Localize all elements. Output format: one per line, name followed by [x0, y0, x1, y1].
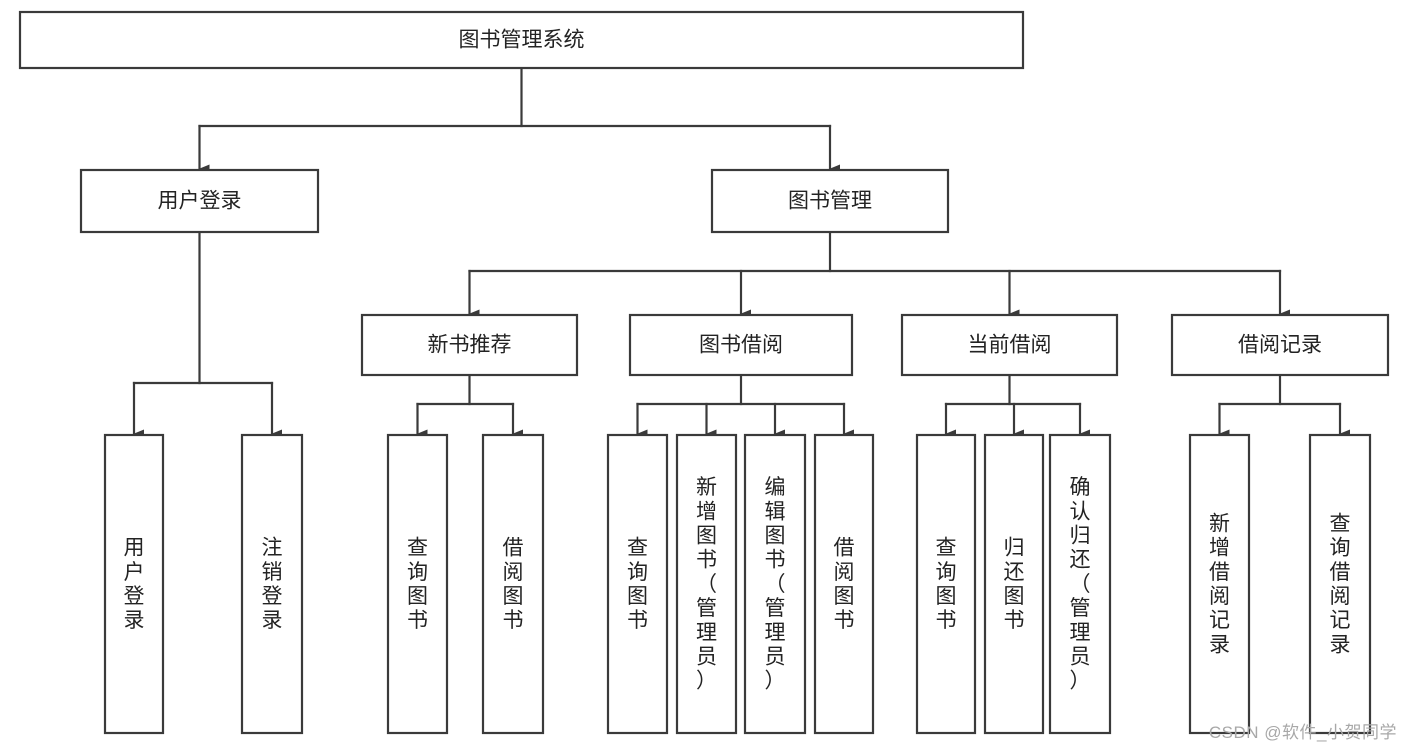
node-current-borrow[interactable]: 当前借阅 — [900, 313, 1119, 377]
node-label-br-query-record: 查询借阅记录 — [1330, 512, 1351, 656]
edge-book-manage-to-children — [468, 230, 1290, 319]
node-box-bb-edit-book — [743, 433, 807, 735]
node-br-add-record[interactable]: 新增借阅记录 — [1188, 433, 1251, 735]
node-box-cb-query-book — [915, 433, 977, 735]
node-label-user-login-do: 用户登录 — [124, 537, 145, 633]
node-cb-confirm-return[interactable]: 确认归还（管理员） — [1048, 433, 1112, 735]
node-br-query-record[interactable]: 查询借阅记录 — [1308, 433, 1372, 735]
connector-edges — [132, 66, 1350, 439]
node-label-current-borrow: 当前借阅 — [968, 334, 1052, 357]
edge-cb-to-children — [944, 373, 1090, 439]
node-label-bb-borrow-book: 借阅图书 — [834, 537, 855, 633]
node-boxes: 图书管理系统用户登录用户登录注销登录图书管理新书推荐查询图书借阅图书图书借阅查询… — [18, 10, 1390, 735]
node-cb-query-book[interactable]: 查询图书 — [915, 433, 977, 735]
node-box-user-login-do — [103, 433, 165, 735]
node-box-user-logout — [240, 433, 304, 735]
node-user-login-do[interactable]: 用户登录 — [103, 433, 165, 735]
node-new-book-recommend[interactable]: 新书推荐 — [360, 313, 579, 377]
node-label-br-add-record: 新增借阅记录 — [1209, 512, 1230, 656]
node-nbr-query-book[interactable]: 查询图书 — [386, 433, 449, 735]
node-label-book-borrow: 图书借阅 — [699, 334, 783, 357]
node-label-bb-query-book: 查询图书 — [627, 537, 648, 633]
node-box-book-borrow — [628, 313, 854, 377]
node-nbr-borrow-book[interactable]: 借阅图书 — [481, 433, 545, 735]
node-box-cb-confirm-return — [1048, 433, 1112, 735]
csdn-watermark: CSDN @软件_小贺同学 — [1208, 723, 1397, 742]
edge-nbr-to-children — [416, 373, 523, 439]
node-label-cb-query-book: 查询图书 — [936, 537, 957, 633]
node-box-br-query-record — [1308, 433, 1372, 735]
node-label-nbr-borrow-book: 借阅图书 — [503, 537, 524, 633]
node-bb-borrow-book[interactable]: 借阅图书 — [813, 433, 875, 735]
node-bb-query-book[interactable]: 查询图书 — [606, 433, 669, 735]
node-bb-edit-book[interactable]: 编辑图书（管理员） — [743, 433, 807, 735]
node-label-root: 图书管理系统 — [459, 29, 585, 52]
node-box-bb-query-book — [606, 433, 669, 735]
node-box-bb-borrow-book — [813, 433, 875, 735]
node-box-br-add-record — [1188, 433, 1251, 735]
node-box-root — [18, 10, 1025, 70]
node-label-user-logout: 注销登录 — [262, 537, 283, 633]
node-bb-add-book[interactable]: 新增图书（管理员） — [675, 433, 738, 735]
node-label-nbr-query-book: 查询图书 — [407, 537, 428, 633]
node-box-nbr-query-book — [386, 433, 449, 735]
node-label-cb-return-book: 归还图书 — [1004, 537, 1025, 633]
node-borrow-record[interactable]: 借阅记录 — [1170, 313, 1390, 377]
node-label-user-login: 用户登录 — [158, 190, 242, 213]
node-box-bb-add-book — [675, 433, 738, 735]
edge-root-to-level2 — [198, 66, 840, 174]
edge-bb-to-children — [636, 373, 854, 439]
edge-user-login-to-children — [132, 230, 282, 439]
node-box-book-manage — [710, 168, 950, 234]
node-label-book-manage: 图书管理 — [788, 190, 872, 213]
node-root[interactable]: 图书管理系统 — [18, 10, 1025, 70]
node-book-manage[interactable]: 图书管理 — [710, 168, 950, 234]
node-box-borrow-record — [1170, 313, 1390, 377]
node-box-new-book-recommend — [360, 313, 579, 377]
node-box-nbr-borrow-book — [481, 433, 545, 735]
edge-br-to-children — [1218, 373, 1350, 439]
node-box-current-borrow — [900, 313, 1119, 377]
node-label-bb-edit-book: 编辑图书（管理员） — [765, 476, 786, 693]
node-box-cb-return-book — [983, 433, 1045, 735]
node-label-bb-add-book: 新增图书（管理员） — [696, 476, 717, 693]
node-user-logout[interactable]: 注销登录 — [240, 433, 304, 735]
node-label-borrow-record: 借阅记录 — [1238, 334, 1322, 357]
node-label-new-book-recommend: 新书推荐 — [428, 334, 512, 357]
node-book-borrow[interactable]: 图书借阅 — [628, 313, 854, 377]
node-cb-return-book[interactable]: 归还图书 — [983, 433, 1045, 735]
node-user-login[interactable]: 用户登录 — [79, 168, 320, 234]
node-label-cb-confirm-return: 确认归还（管理员） — [1070, 476, 1091, 693]
node-box-user-login — [79, 168, 320, 234]
